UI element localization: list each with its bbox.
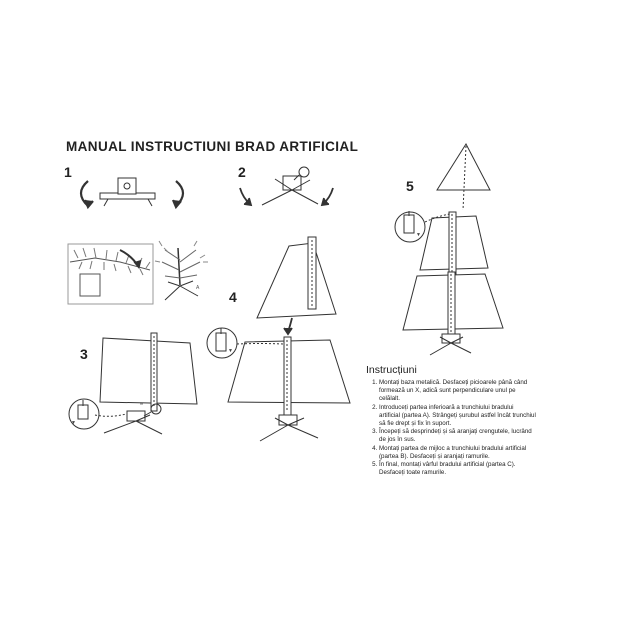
branch-detail-illustration: [67, 243, 154, 305]
step-number-5: 5: [406, 178, 414, 194]
curved-arrow-right-icon: [320, 187, 334, 207]
rotate-arrow-left-icon: [79, 180, 94, 210]
instruction-item: În final, montați vârful bradului artifi…: [379, 461, 536, 477]
step5-lower-section: [402, 271, 504, 335]
part-label-a: A: [196, 285, 200, 291]
branch-stand-illustration: [154, 240, 208, 301]
svg-text:▼: ▼: [228, 348, 233, 354]
step4-middle-section: [256, 236, 337, 319]
down-arrow-icon: [283, 317, 293, 336]
step3-lower-section: [99, 332, 198, 412]
instruction-item: Montați partea de mijloc a trunchiului b…: [379, 445, 536, 461]
step5-magnifier: ▼: [394, 211, 451, 243]
instruction-item: Introduceți partea inferioară a trunchiu…: [379, 404, 536, 429]
step-number-3: 3: [80, 346, 88, 362]
svg-text:▼: ▼: [71, 420, 76, 426]
step1-folded-stand: [99, 177, 156, 207]
step5-stand: [429, 333, 472, 356]
instructions-list: Montați baza metalică. Desfaceți picioar…: [366, 379, 536, 477]
instruction-item: Montați baza metalică. Desfaceți picioar…: [379, 379, 536, 404]
manual-title: MANUAL INSTRUCTIUNI BRAD ARTIFICIAL: [66, 139, 359, 154]
step2-x-stand: [261, 166, 319, 206]
step4-magnifier: ▼: [206, 327, 284, 359]
instruction-item: Începeți să desprindeți și să aranjați c…: [379, 428, 536, 444]
svg-text:▼: ▼: [416, 232, 421, 238]
rotate-arrow-right-icon: [171, 180, 185, 210]
step5-middle-section: [419, 211, 489, 275]
instructions-heading: Instrucțiuni: [366, 364, 417, 376]
step4-stand: [259, 414, 319, 442]
step-number-1: 1: [64, 164, 72, 180]
step3-magnifier: ▼: [68, 398, 127, 430]
instructions-panel: Instrucțiuni Montați baza metalică. Desf…: [366, 364, 536, 477]
step3-stand: [103, 403, 163, 435]
step4-lower-section: [227, 336, 351, 416]
step-number-4: 4: [229, 289, 237, 305]
curved-arrow-left-icon: [239, 187, 253, 207]
step5-tree-top: [436, 142, 491, 211]
step-number-2: 2: [238, 164, 246, 180]
